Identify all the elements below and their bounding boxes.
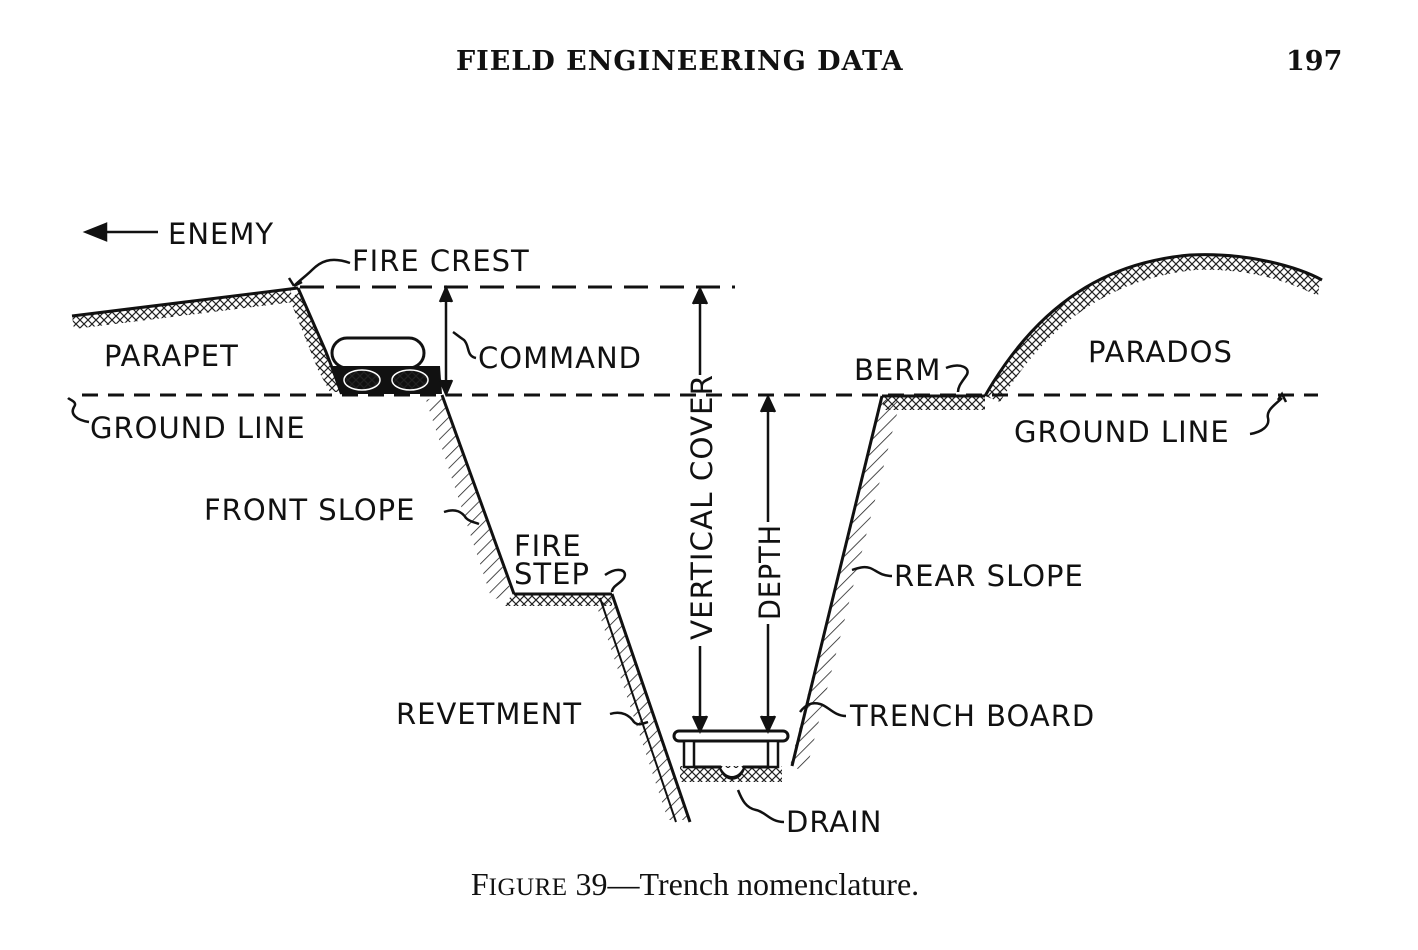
caption-text: 39—Trench nomenclature.	[567, 866, 920, 902]
berm-leader	[945, 364, 969, 393]
leader-lines	[67, 258, 1288, 824]
fire-crest-label: FIRE CREST	[352, 244, 530, 278]
page-header-title: FIELD ENGINEERING DATA	[456, 46, 904, 77]
figure-caption: FIGURE 39—Trench nomenclature.	[0, 866, 1390, 903]
page-number: 197	[1286, 46, 1343, 77]
revetment-label: REVETMENT	[396, 697, 582, 731]
drain-leader	[736, 789, 785, 824]
fire-crest-leader	[293, 258, 351, 287]
trench-board-label: TRENCH BOARD	[849, 699, 1095, 733]
reference-lines	[82, 285, 1318, 397]
enemy-label: ENEMY	[168, 217, 274, 251]
ground-line-right-label: GROUND LINE	[1014, 415, 1230, 449]
diagram-labels: ENEMY FIRE CREST PARAPET COMMAND GROUND …	[90, 217, 1233, 839]
sandbags	[330, 336, 442, 394]
revetment-line-outer	[610, 593, 692, 823]
parados-label: PARADOS	[1088, 335, 1233, 369]
vertical-cover-label: VERTICAL COVER	[685, 374, 719, 640]
depth-label: DEPTH	[753, 524, 787, 620]
command-label: COMMAND	[478, 341, 642, 375]
caption-figure-initial: F	[470, 866, 489, 902]
running-head: FIELD ENGINEERING DATA 197	[0, 46, 1390, 86]
step-label: STEP	[514, 557, 590, 591]
rear-slope-leader	[851, 565, 893, 578]
fire-step-leader	[604, 568, 627, 593]
caption-figure-word: IGURE	[488, 874, 568, 901]
fire-label: FIRE	[514, 529, 582, 563]
ground-line-right-leader	[1249, 397, 1283, 436]
trench-board-leader	[799, 702, 847, 718]
ground-line-left-leader	[67, 397, 90, 424]
command-leader	[452, 330, 477, 360]
front-slope-label: FRONT SLOPE	[204, 493, 415, 527]
revetment-line-inner	[599, 597, 677, 823]
soil-hatching	[72, 254, 1320, 820]
trench-board-assembly	[672, 729, 790, 780]
parados-line	[983, 253, 1323, 397]
rear-slope-label: REAR SLOPE	[894, 559, 1084, 593]
berm-label: BERM	[854, 353, 941, 387]
parapet-label: PARAPET	[104, 339, 239, 373]
front-slope-leader	[443, 509, 480, 526]
front-slope-line	[440, 394, 516, 595]
revetment-leader	[609, 711, 649, 726]
ground-line-left-label: GROUND LINE	[90, 411, 306, 445]
parapet-surface	[71, 286, 299, 318]
dimension-arrows	[82, 222, 777, 734]
drain-label: DRAIN	[786, 805, 882, 839]
